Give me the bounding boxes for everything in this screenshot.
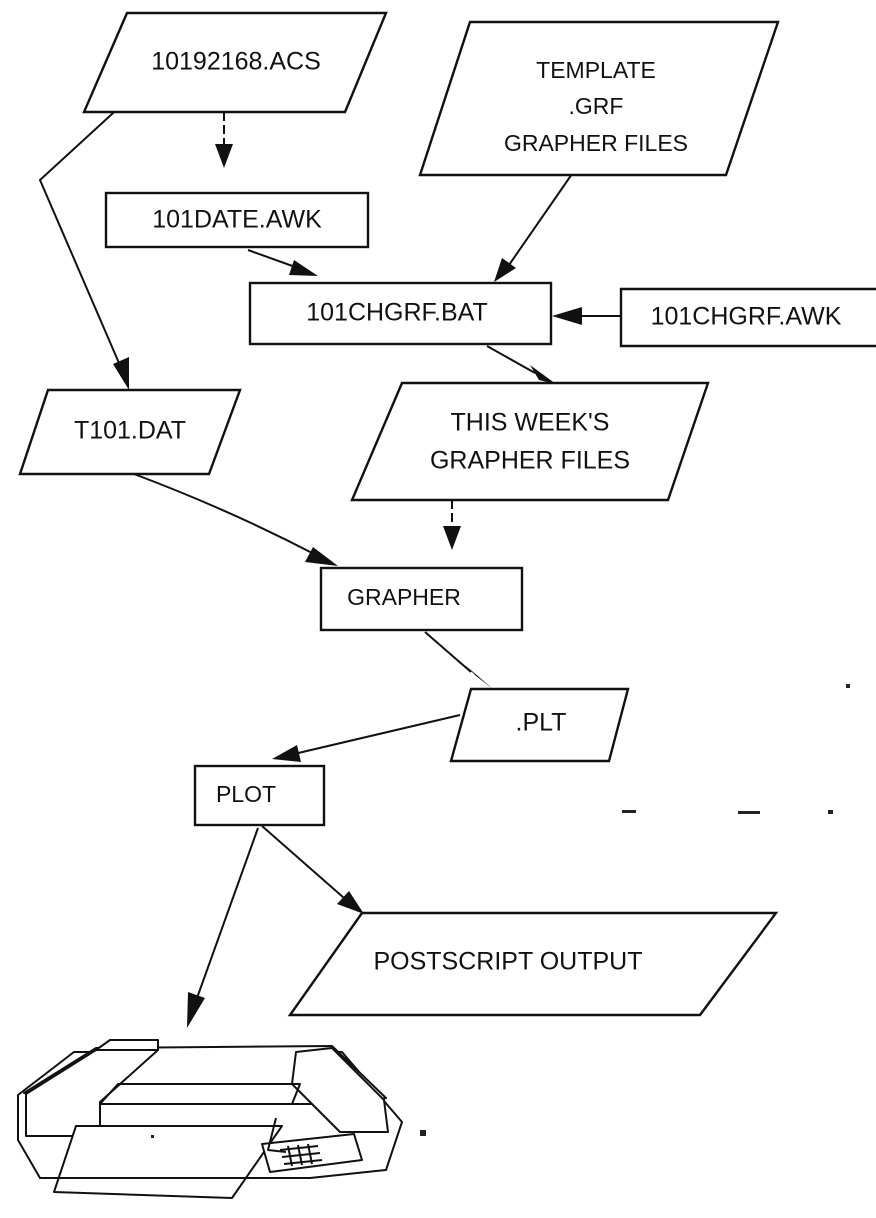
chgrf-bat-label: 101CHGRF.BAT [306,299,488,327]
template-grf-line-2: .GRF [569,93,624,119]
template-grf-line-1: TEMPLATE [536,57,656,83]
edge-t101-dat-to-grapher [134,474,338,566]
node-chgrf-awk: 101CHGRF.AWK [621,289,876,346]
postscript-output-label: POSTSCRIPT OUTPUT [373,948,642,976]
edge-plt-to-plot [272,715,460,762]
date-awk-label: 101DATE.AWK [152,206,322,234]
node-plt: .PLT [451,689,628,761]
week-grapher-files-line-1: THIS WEEK'S [451,409,610,437]
printer-icon [18,1040,402,1198]
edge-week-files-to-grapher [443,500,461,550]
plot-label: PLOT [216,781,276,807]
edge-chgrf-awk-to-chgrf-bat [552,307,620,325]
edge-plot-to-postscript [262,826,364,914]
edge-grapher-to-plt [425,632,493,689]
node-plot: PLOT [195,766,324,825]
node-acs-file: 10192168.ACS [84,13,386,112]
edge-template-to-chgrf-bat [494,174,572,282]
edge-chgrf-bat-to-week-files [487,346,556,384]
node-t101-dat: T101.DAT [20,390,240,474]
node-grapher: GRAPHER [321,568,522,630]
template-grf-line-3: GRAPHER FILES [504,130,688,156]
acs-file-label: 10192168.ACS [151,48,321,76]
chgrf-awk-label: 101CHGRF.AWK [651,303,842,331]
node-postscript-output: POSTSCRIPT OUTPUT [290,913,776,1015]
edge-acs-to-date-awk [215,112,233,168]
node-week-grapher-files: THIS WEEK'S GRAPHER FILES [352,383,708,500]
node-template-grf: TEMPLATE .GRF GRAPHER FILES [420,22,778,175]
node-date-awk: 101DATE.AWK [106,193,368,247]
edge-date-awk-to-chgrf-bat [248,250,318,276]
week-grapher-files-line-2: GRAPHER FILES [430,447,630,475]
t101-dat-label: T101.DAT [74,417,186,445]
edge-plot-to-printer [187,828,258,1028]
plt-label: .PLT [516,709,567,737]
node-chgrf-bat: 101CHGRF.BAT [250,283,551,344]
grapher-label: GRAPHER [347,584,461,610]
